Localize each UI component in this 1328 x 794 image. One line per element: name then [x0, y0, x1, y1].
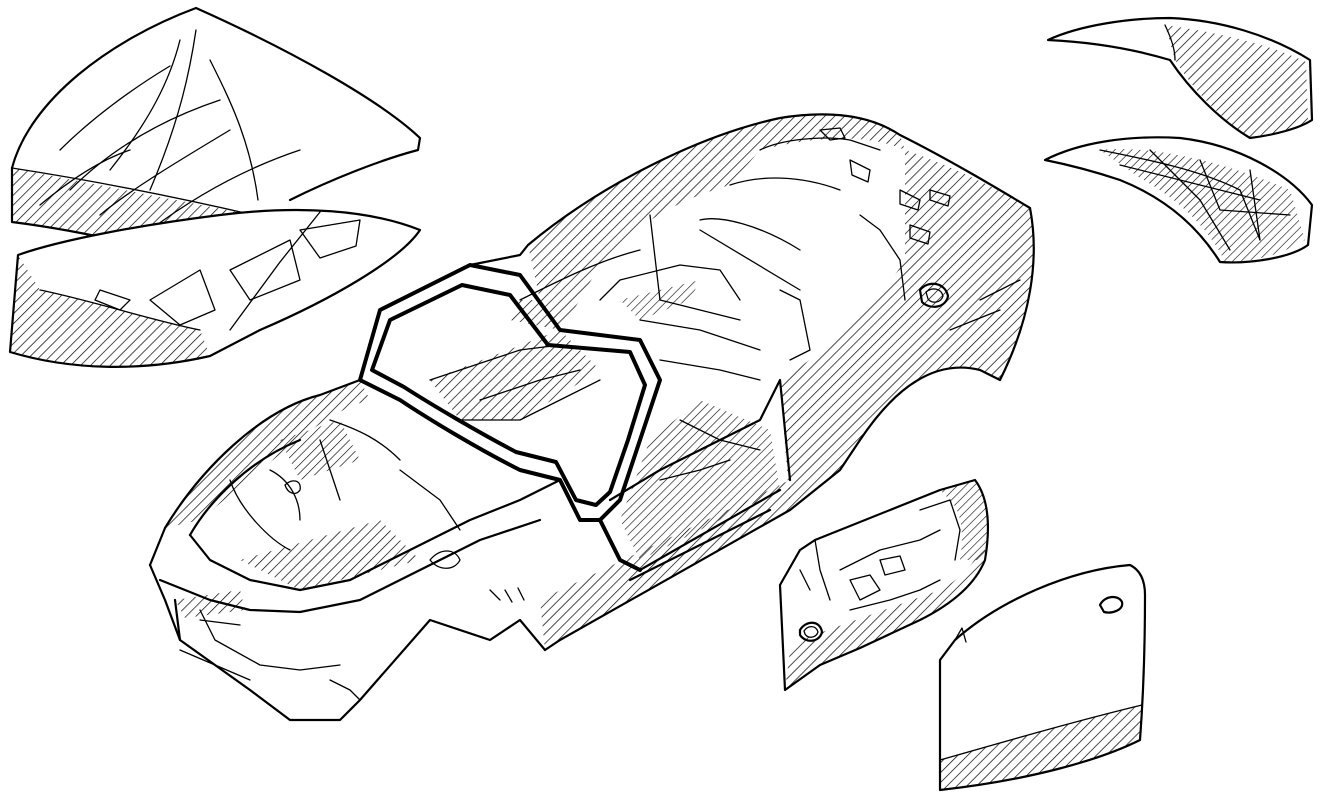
rear-fender-panel-icon: [1043, 16, 1314, 264]
hood-panel-icon: [8, 6, 422, 368]
door-panel-icon: [778, 478, 1147, 792]
car-body-shell-icon: [148, 113, 1035, 722]
